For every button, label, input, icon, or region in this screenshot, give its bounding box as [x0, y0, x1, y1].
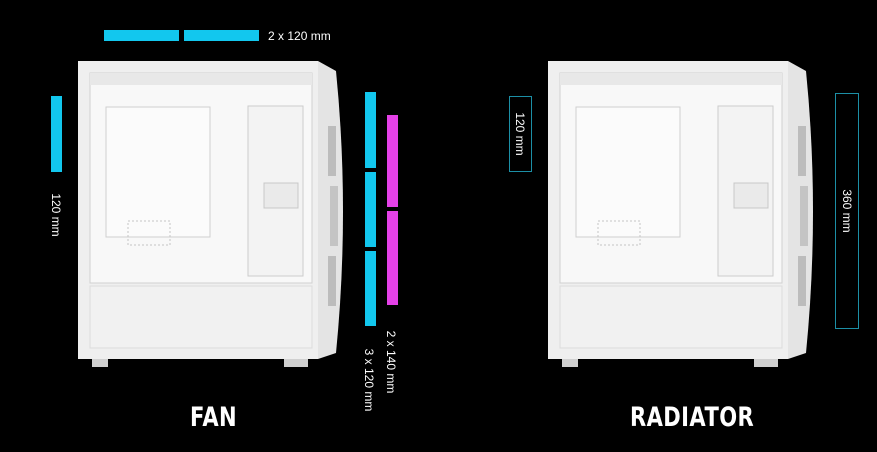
top-fan-bar-1 [104, 30, 179, 41]
rear-radiator-label: 120 mm [513, 112, 527, 156]
rear-radiator-outline [509, 96, 532, 172]
front-fan-140-label: 2 x 140 mm [384, 330, 398, 394]
radiator-heading: RADIATOR [630, 402, 755, 433]
front-radiator-label: 360 mm [840, 189, 854, 233]
rear-fan-label: 120 mm [49, 193, 63, 237]
fan-heading: FAN [190, 402, 238, 433]
pc-case-image-radiator [548, 61, 813, 367]
front-fan-140-bar-1 [387, 115, 398, 207]
front-fan-120-label: 3 x 120 mm [362, 348, 376, 412]
front-fan-120-bar-3 [365, 251, 376, 326]
pc-case-image-fan [78, 61, 343, 367]
front-fan-120-bar-2 [365, 172, 376, 247]
front-radiator-outline [835, 93, 859, 329]
top-fan-label: 2 x 120 mm [268, 29, 331, 43]
front-fan-140-bar-2 [387, 211, 398, 305]
top-fan-bar-2 [184, 30, 259, 41]
rear-fan-bar [51, 96, 62, 172]
front-fan-120-bar-1 [365, 92, 376, 168]
